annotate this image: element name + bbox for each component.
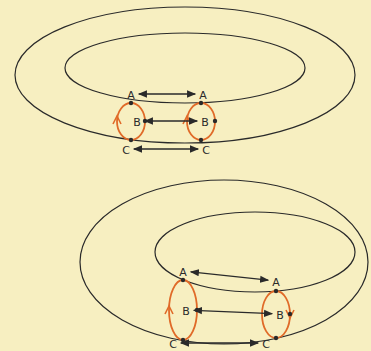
point-label: B [132,113,142,129]
point-letter: C [262,338,270,351]
point-label: B [275,306,285,322]
point-label: C [168,335,178,351]
point-dots [129,101,292,342]
orange-loop [117,103,145,140]
point-label: C [261,335,271,351]
point-letter: A [179,266,187,279]
point-label: A [178,263,188,279]
point-label: A [271,273,281,289]
point-label: C [121,141,131,157]
correspondence-arrow [134,148,198,149]
point-letter: C [122,144,130,157]
point-letter: A [199,89,207,102]
correspondence-arrow [145,120,197,121]
point-label: C [201,141,211,157]
orange-loop [262,291,290,338]
point-label: A [126,86,136,102]
point-label: A [198,86,208,102]
point-letter: B [201,116,209,129]
orange-loop [169,280,197,340]
torus-outer [15,7,355,143]
point-letter: A [272,276,280,289]
loop-arrowhead [113,116,121,124]
point-letter: B [182,305,190,318]
loop-arrowhead [286,310,294,318]
point-letter: B [276,309,284,322]
torus-inner [155,212,355,292]
point-letter: B [133,116,141,129]
loop-arrowhead [183,116,191,124]
torus-outer [80,180,368,344]
torus-inner [65,33,305,103]
correspondence-arrow [191,272,268,280]
point-label: B [200,113,210,129]
point-letter: C [169,338,177,351]
correspondence-arrow [181,342,258,343]
point-letter: A [127,89,135,102]
point-letter: C [202,144,210,157]
correspondence-arrow [139,93,195,94]
correspondence-arrow [194,310,272,313]
loop-arrowhead [165,306,173,314]
point-label: B [181,302,191,318]
